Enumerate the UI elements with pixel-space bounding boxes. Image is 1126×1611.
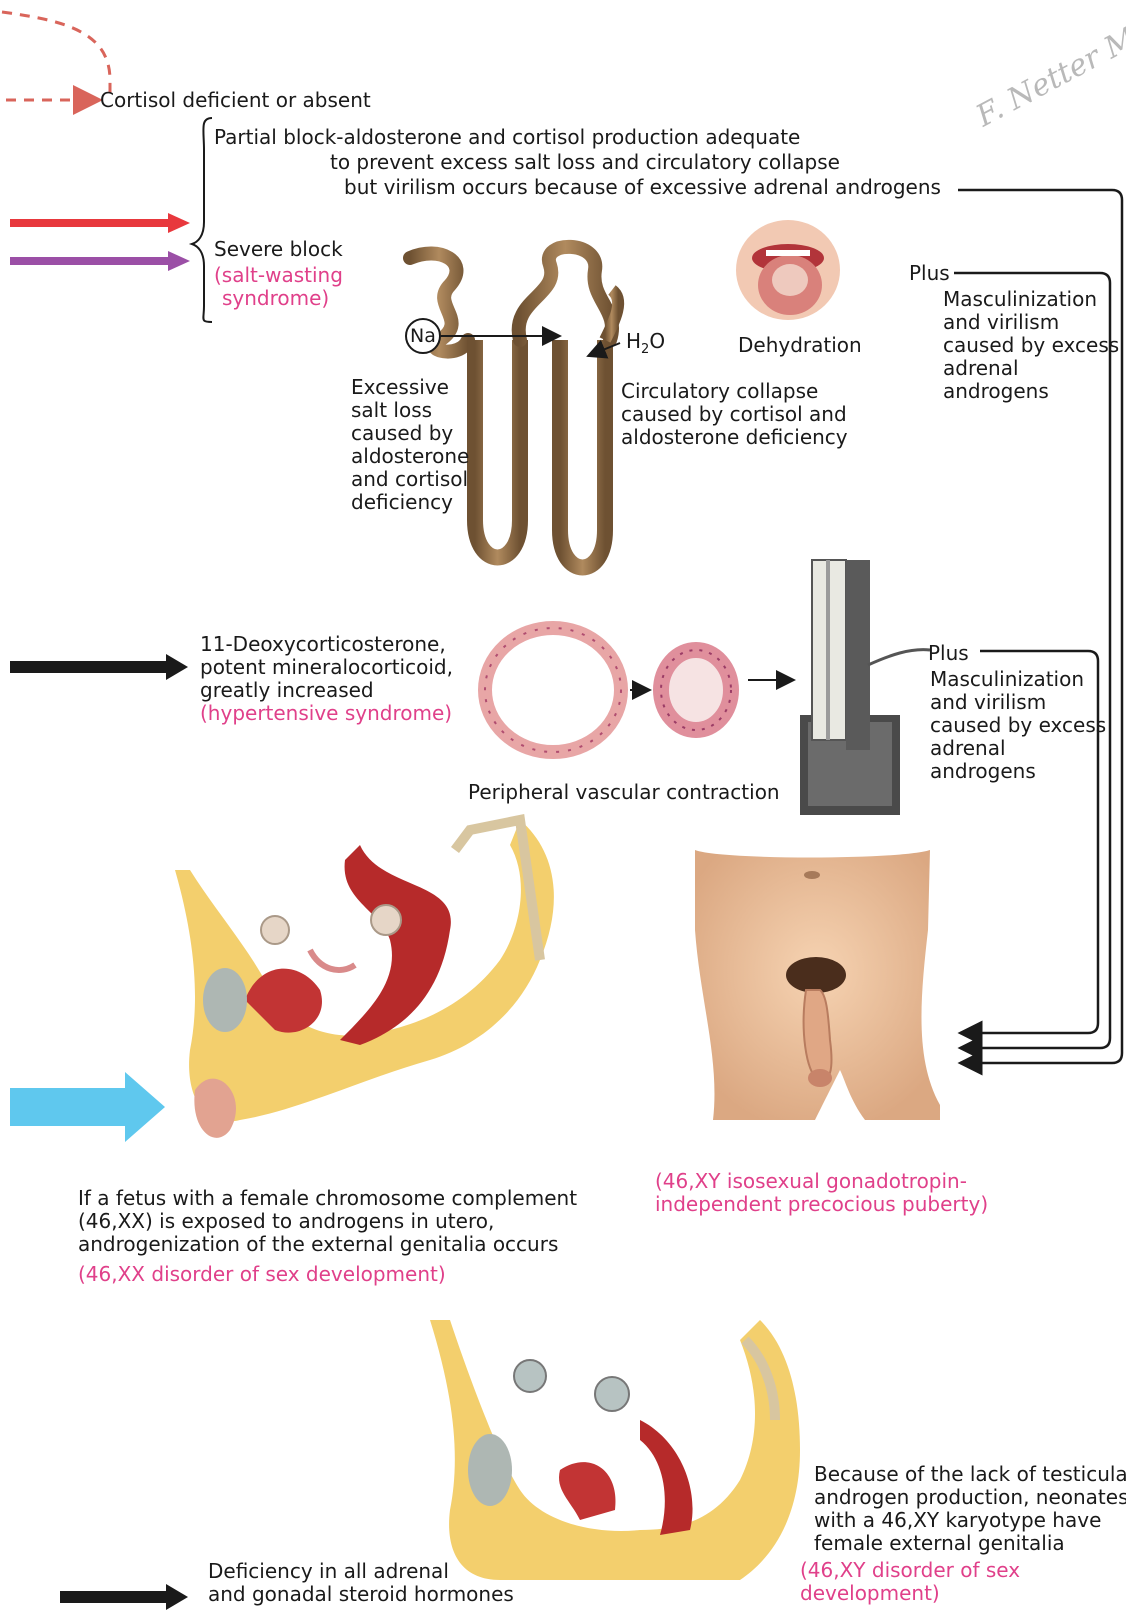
female-dsd-label: (46,XX disorder of sex development)	[78, 1263, 446, 1286]
partial-block-line1: Partial block-aldosterone and cortisol p…	[214, 126, 800, 149]
excess-salt-line3: caused by	[351, 422, 453, 445]
salt-wasting-label-2: syndrome)	[222, 287, 329, 310]
plus-mid-line5: androgens	[930, 760, 1036, 783]
xy-dsd-line2: development)	[800, 1582, 940, 1605]
excess-salt-line6: deficiency	[351, 491, 453, 514]
severe-block-label: Severe block	[214, 238, 343, 261]
black-arrow-deficiency	[60, 1584, 188, 1610]
partial-block-line3: but virilism occurs because of excessive…	[344, 176, 941, 199]
dehydration-label: Dehydration	[738, 334, 862, 357]
deficiency-line1: Deficiency in all adrenal	[208, 1560, 449, 1583]
plus-mid-line1: Masculinization	[930, 668, 1084, 691]
na-label: Na	[410, 325, 436, 348]
plus-top-line5: androgens	[943, 380, 1049, 403]
manometer-illustration	[800, 560, 930, 815]
deficiency-line2: and gonadal steroid hormones	[208, 1583, 514, 1606]
blue-arrow	[10, 1072, 165, 1142]
red-arrow	[10, 213, 190, 233]
xy-dsd-line1: (46,XY disorder of sex	[800, 1559, 1020, 1582]
plus-mid-line4: adrenal	[930, 737, 1006, 760]
plus-mid-line3: caused by excess	[930, 714, 1106, 737]
cortisol-deficient-label: Cortisol deficient or absent	[100, 89, 371, 112]
contracted-vessel-illustration	[661, 650, 731, 730]
salt-wasting-label-1: (salt-wasting	[214, 264, 343, 287]
partial-block-line2: to prevent excess salt loss and circulat…	[330, 151, 840, 174]
excess-salt-line4: aldosterone	[351, 445, 469, 468]
xy-pelvis-illustration	[430, 1320, 800, 1580]
plus-top-line1: Masculinization	[943, 288, 1097, 311]
dashed-cortisol-arrow	[2, 12, 110, 100]
dilated-vessel-illustration	[485, 628, 621, 752]
hypertensive-line3: greatly increased	[200, 679, 374, 702]
kidney-tubule-illustration	[410, 247, 618, 568]
excess-salt-line1: Excessive	[351, 376, 449, 399]
xy-line4: female external genitalia	[814, 1532, 1065, 1555]
hypertensive-line2: potent mineralocorticoid,	[200, 656, 453, 679]
circ-collapse-line3: aldosterone deficiency	[621, 426, 848, 449]
dehydration-mouth-illustration	[736, 220, 840, 320]
xy-line2: androgen production, neonates	[814, 1486, 1126, 1509]
circ-collapse-line2: caused by cortisol and	[621, 403, 847, 426]
left-brace	[192, 118, 212, 322]
peripheral-vascular-label: Peripheral vascular contraction	[468, 781, 780, 804]
plus-top-line2: and virilism	[943, 311, 1059, 334]
black-arrow-hypertensive	[10, 654, 188, 680]
hypertensive-syndrome-label: (hypertensive syndrome)	[200, 702, 452, 725]
plus-mid-label: Plus	[928, 642, 969, 665]
female-pelvis-illustration	[175, 820, 554, 1138]
xy-line1: Because of the lack of testicular	[814, 1463, 1126, 1486]
female-line2: (46,XX) is exposed to androgens in utero…	[78, 1210, 494, 1233]
plus-top-line4: adrenal	[943, 357, 1019, 380]
h2o-label: H2O	[626, 330, 665, 361]
excess-salt-line2: salt loss	[351, 399, 432, 422]
male-precocious-line1: (46,XY isosexual gonadotropin-	[655, 1170, 967, 1193]
plus-mid-line2: and virilism	[930, 691, 1046, 714]
plus-top-line3: caused by excess	[943, 334, 1119, 357]
excess-salt-line5: and cortisol	[351, 468, 468, 491]
female-line3: androgenization of the external genitali…	[78, 1233, 558, 1256]
xy-line3: with a 46,XY karyotype have	[814, 1509, 1101, 1532]
circ-collapse-line1: Circulatory collapse	[621, 380, 818, 403]
purple-arrow	[10, 251, 190, 271]
female-line1: If a fetus with a female chromosome comp…	[78, 1187, 577, 1210]
male-torso-illustration	[695, 850, 940, 1120]
plus-top-label: Plus	[909, 262, 950, 285]
male-precocious-line2: independent precocious puberty)	[655, 1193, 988, 1216]
hypertensive-line1: 11-Deoxycorticosterone,	[200, 633, 446, 656]
